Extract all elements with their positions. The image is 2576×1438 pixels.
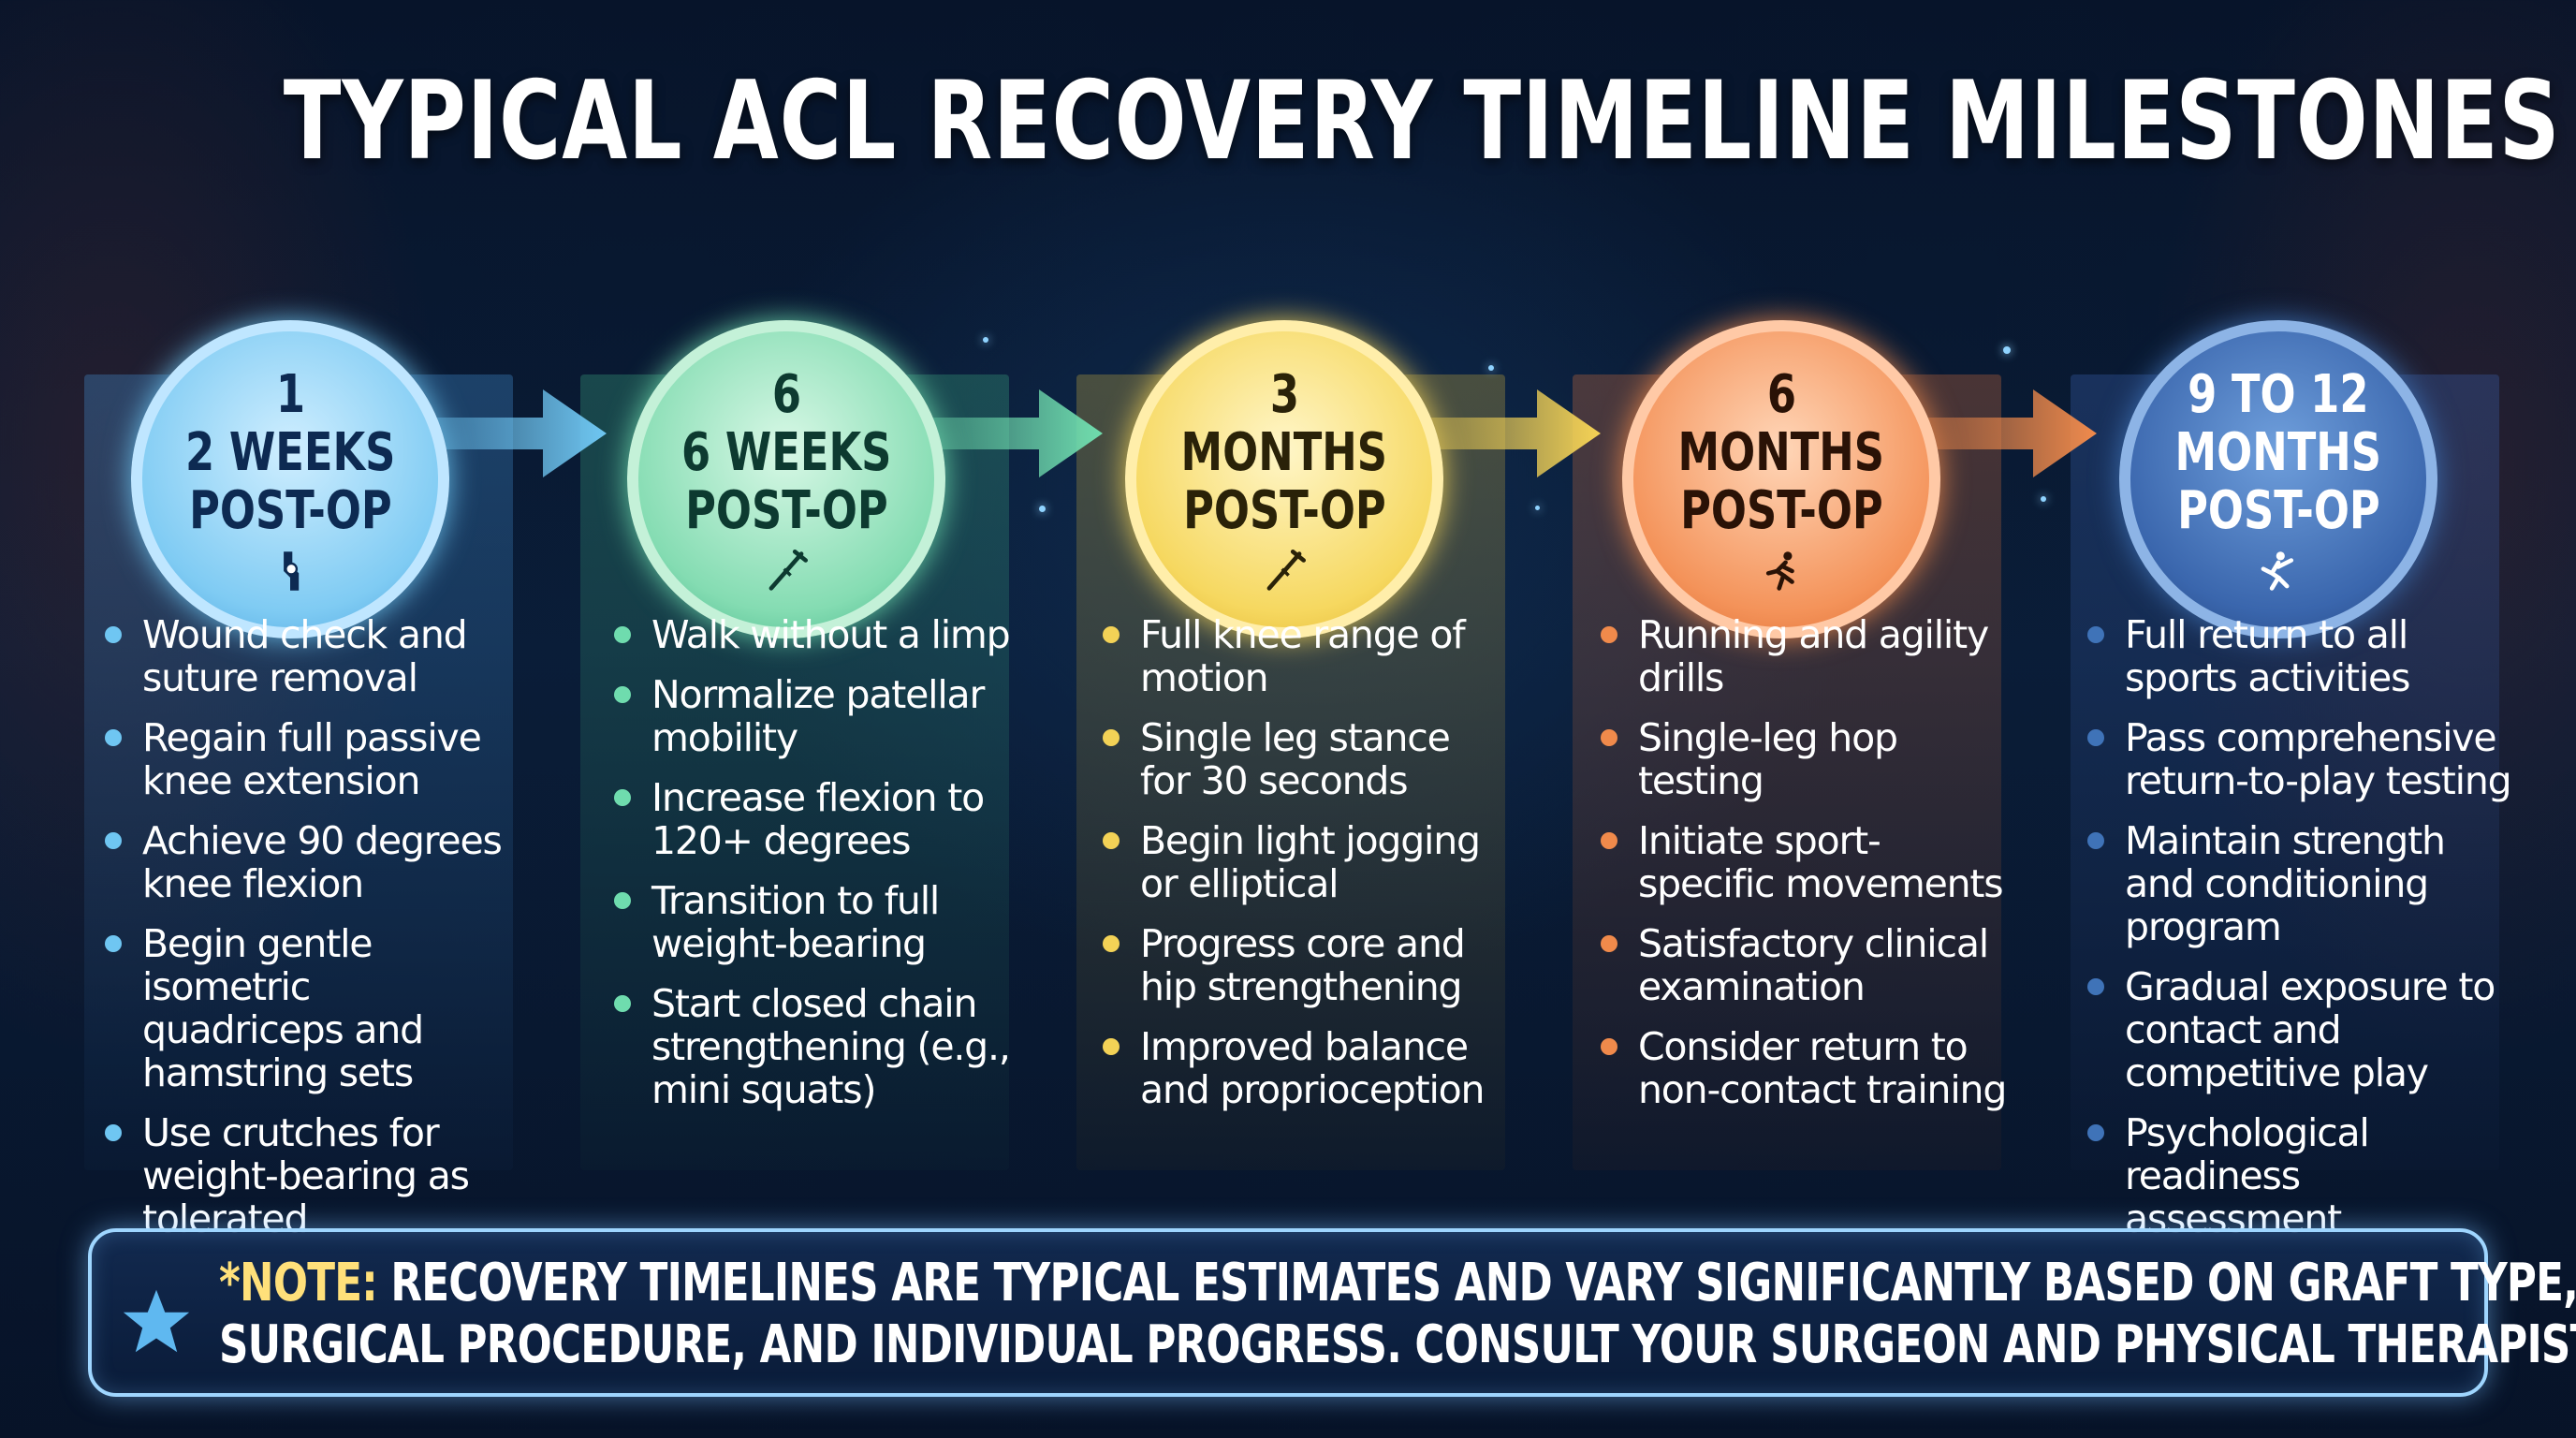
- list-item: Satisfactory clinical examination: [1595, 922, 2007, 1008]
- list-item: Single-leg hop testing: [1595, 716, 2007, 802]
- list-item: Gradual exposure to contact and competit…: [2082, 965, 2512, 1094]
- list-item: Consider return to non-contact training: [1595, 1025, 2007, 1111]
- sparkle: [1535, 506, 1540, 510]
- milestone-6-months: 6 MONTHS POST-OP: [1622, 320, 1940, 638]
- list-item: Start closed chain strengthening (e.g., …: [608, 982, 1020, 1111]
- list-item: Full knee range of motion: [1097, 613, 1509, 699]
- list-item: Progress core and hip strengthening: [1097, 922, 1509, 1008]
- note-box: *NOTE: RECOVERY TIMELINES ARE TYPICAL ES…: [88, 1228, 2576, 1397]
- milestone-period: MONTHS: [2174, 422, 2382, 483]
- milestone-period: MONTHS: [1180, 422, 1388, 483]
- milestone-post-op: POST-OP: [188, 480, 392, 541]
- list-item: Psychological readiness assessment: [2082, 1111, 2512, 1240]
- milestone-number: 3: [1269, 364, 1299, 425]
- list-item: Normalize patellar mobility: [608, 673, 1020, 759]
- crutch-icon: [768, 550, 808, 591]
- crutch-icon: [1266, 550, 1306, 591]
- milestone-number: 6: [1766, 364, 1796, 425]
- milestone-number: 6: [771, 364, 801, 425]
- list-item: Begin gentle isometric quadriceps and ha…: [99, 922, 511, 1094]
- list-item: Pass comprehensive return-to-play testin…: [2082, 716, 2512, 802]
- milestone-6-weeks: 6 6 WEEKS POST-OP: [627, 320, 945, 638]
- runner-icon: [1765, 551, 1794, 591]
- note-line-2: SURGICAL PROCEDURE, AND INDIVIDUAL PROGR…: [219, 1314, 2576, 1375]
- list-item: Increase flexion to 120+ degrees: [608, 776, 1020, 862]
- milestone-5-list: Full return to all sports activities Pas…: [2082, 613, 2512, 1257]
- milestone-4-list: Running and agility drills Single-leg ho…: [1595, 613, 2007, 1128]
- list-item: Maintain strength and conditioning progr…: [2082, 819, 2512, 948]
- note-line-1: RECOVERY TIMELINES ARE TYPICAL ESTIMATES…: [390, 1253, 2576, 1313]
- milestone-post-op: POST-OP: [684, 480, 888, 541]
- note-label: *NOTE:: [219, 1253, 378, 1313]
- list-item: Achieve 90 degrees knee flexion: [99, 819, 511, 905]
- milestone-period: 2 WEEKS: [184, 422, 396, 483]
- list-item: Running and agility drills: [1595, 613, 2007, 699]
- milestone-period: MONTHS: [1677, 422, 1885, 483]
- arrow-right-icon: [1883, 389, 2097, 477]
- milestone-post-op: POST-OP: [1679, 480, 1883, 541]
- sparkle: [1488, 365, 1494, 371]
- note-text: *NOTE: RECOVERY TIMELINES ARE TYPICAL ES…: [219, 1253, 2576, 1376]
- list-item: Transition to full weight-bearing: [608, 879, 1020, 965]
- list-item: Begin light jogging or elliptical: [1097, 819, 1509, 905]
- list-item: Regain full passive knee extension: [99, 716, 511, 802]
- star-icon: [123, 1289, 190, 1353]
- milestone-number: 9 TO 12: [2188, 364, 2369, 425]
- milestone-period: 6 WEEKS: [681, 422, 892, 483]
- list-item: Improved balance and proprioception: [1097, 1025, 1509, 1111]
- milestone-3-list: Full knee range of motion Single leg sta…: [1097, 613, 1509, 1128]
- list-item: Walk without a limp: [608, 613, 1020, 656]
- milestone-9-to-12-months: 9 TO 12 MONTHS POST-OP: [2119, 320, 2437, 638]
- list-item: Single leg stance for 30 seconds: [1097, 716, 1509, 802]
- milestone-2-list: Walk without a limp Normalize patellar m…: [608, 613, 1020, 1128]
- milestone-2-weeks: 1 2 WEEKS POST-OP: [131, 320, 449, 638]
- athlete-icon: [2261, 551, 2294, 591]
- sparkle: [1039, 506, 1046, 512]
- arrow-right-icon: [1387, 389, 1601, 477]
- arrow-right-icon: [393, 389, 607, 477]
- arrow-right-icon: [889, 389, 1103, 477]
- list-item: Full return to all sports activities: [2082, 613, 2512, 699]
- list-item: Initiate sport-specific movements: [1595, 819, 2007, 905]
- milestone-post-op: POST-OP: [2176, 480, 2380, 541]
- list-item: Wound check and suture removal: [99, 613, 511, 699]
- sparkle: [2003, 346, 2011, 354]
- sparkle: [2041, 496, 2046, 502]
- milestone-1-list: Wound check and suture removal Regain fu…: [99, 613, 511, 1257]
- knee-icon: [284, 551, 300, 591]
- milestone-3-months: 3 MONTHS POST-OP: [1125, 320, 1443, 638]
- list-item: Use crutches for weight-bearing as toler…: [99, 1111, 511, 1240]
- sparkle: [983, 337, 988, 343]
- milestone-number: 1: [275, 364, 305, 425]
- milestone-post-op: POST-OP: [1182, 480, 1386, 541]
- page-title: TYPICAL ACL RECOVERY TIMELINE MILESTONES: [283, 58, 2561, 184]
